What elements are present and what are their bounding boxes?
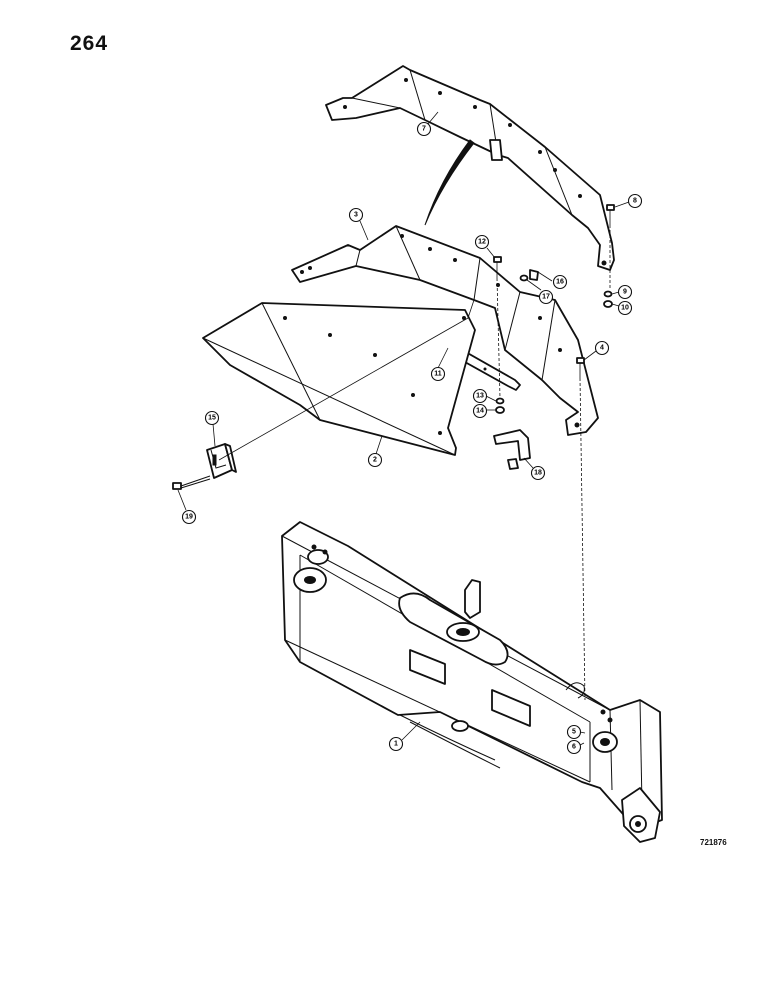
- main-frame-part: [281, 521, 663, 843]
- svg-text:15: 15: [208, 415, 216, 422]
- clip-bracket-part: [206, 443, 237, 479]
- callout-10: 10: [617, 300, 633, 316]
- callout-4: 4: [594, 340, 610, 356]
- svg-text:13: 13: [476, 393, 484, 400]
- callout-5: 5: [566, 724, 582, 740]
- callout-8: 8: [627, 193, 643, 209]
- callout-19: 19: [181, 509, 197, 525]
- svg-text:5: 5: [572, 729, 576, 736]
- svg-text:10: 10: [621, 305, 629, 312]
- callout-6: 6: [566, 739, 582, 755]
- callout-18: 18: [530, 465, 546, 481]
- callout-16: 16: [552, 274, 568, 290]
- svg-text:17: 17: [542, 294, 550, 301]
- callout-15: 15: [204, 410, 220, 426]
- callout-9: 9: [617, 284, 633, 300]
- svg-text:4: 4: [600, 345, 604, 352]
- callouts: 1 2 3 4 5 6 7 8 9 10 11 12 13 14 15 16 1…: [181, 121, 643, 755]
- svg-text:18: 18: [534, 470, 542, 477]
- alignment-lines: [218, 225, 611, 701]
- upper-bracket-part: [325, 65, 615, 271]
- callout-2: 2: [367, 452, 383, 468]
- callout-11: 11: [430, 366, 446, 382]
- svg-text:12: 12: [478, 239, 486, 246]
- u-bolt-part: [493, 429, 531, 470]
- svg-text:7: 7: [422, 126, 426, 133]
- svg-text:9: 9: [623, 289, 627, 296]
- svg-text:6: 6: [572, 744, 576, 751]
- svg-text:2: 2: [373, 457, 377, 464]
- svg-text:16: 16: [556, 279, 564, 286]
- callout-leaders: [177, 111, 630, 746]
- callout-3: 3: [348, 207, 364, 223]
- svg-text:11: 11: [434, 371, 442, 378]
- arrow-swoosh: [424, 139, 475, 226]
- svg-text:19: 19: [185, 514, 193, 521]
- svg-text:3: 3: [354, 212, 358, 219]
- svg-text:1: 1: [394, 741, 398, 748]
- callout-7: 7: [416, 121, 432, 137]
- callout-1: 1: [388, 736, 404, 752]
- page-number: 264: [70, 32, 109, 55]
- drawing-id: 721876: [700, 838, 727, 847]
- svg-text:14: 14: [476, 408, 484, 415]
- callout-17: 17: [538, 289, 554, 305]
- callout-13: 13: [472, 388, 488, 404]
- callout-12: 12: [474, 234, 490, 250]
- bolt-19-part: [172, 475, 211, 490]
- middle-shroud-part: [291, 225, 599, 436]
- side-panel-part: [202, 302, 476, 456]
- svg-text:8: 8: [633, 198, 637, 205]
- callout-14: 14: [472, 403, 488, 419]
